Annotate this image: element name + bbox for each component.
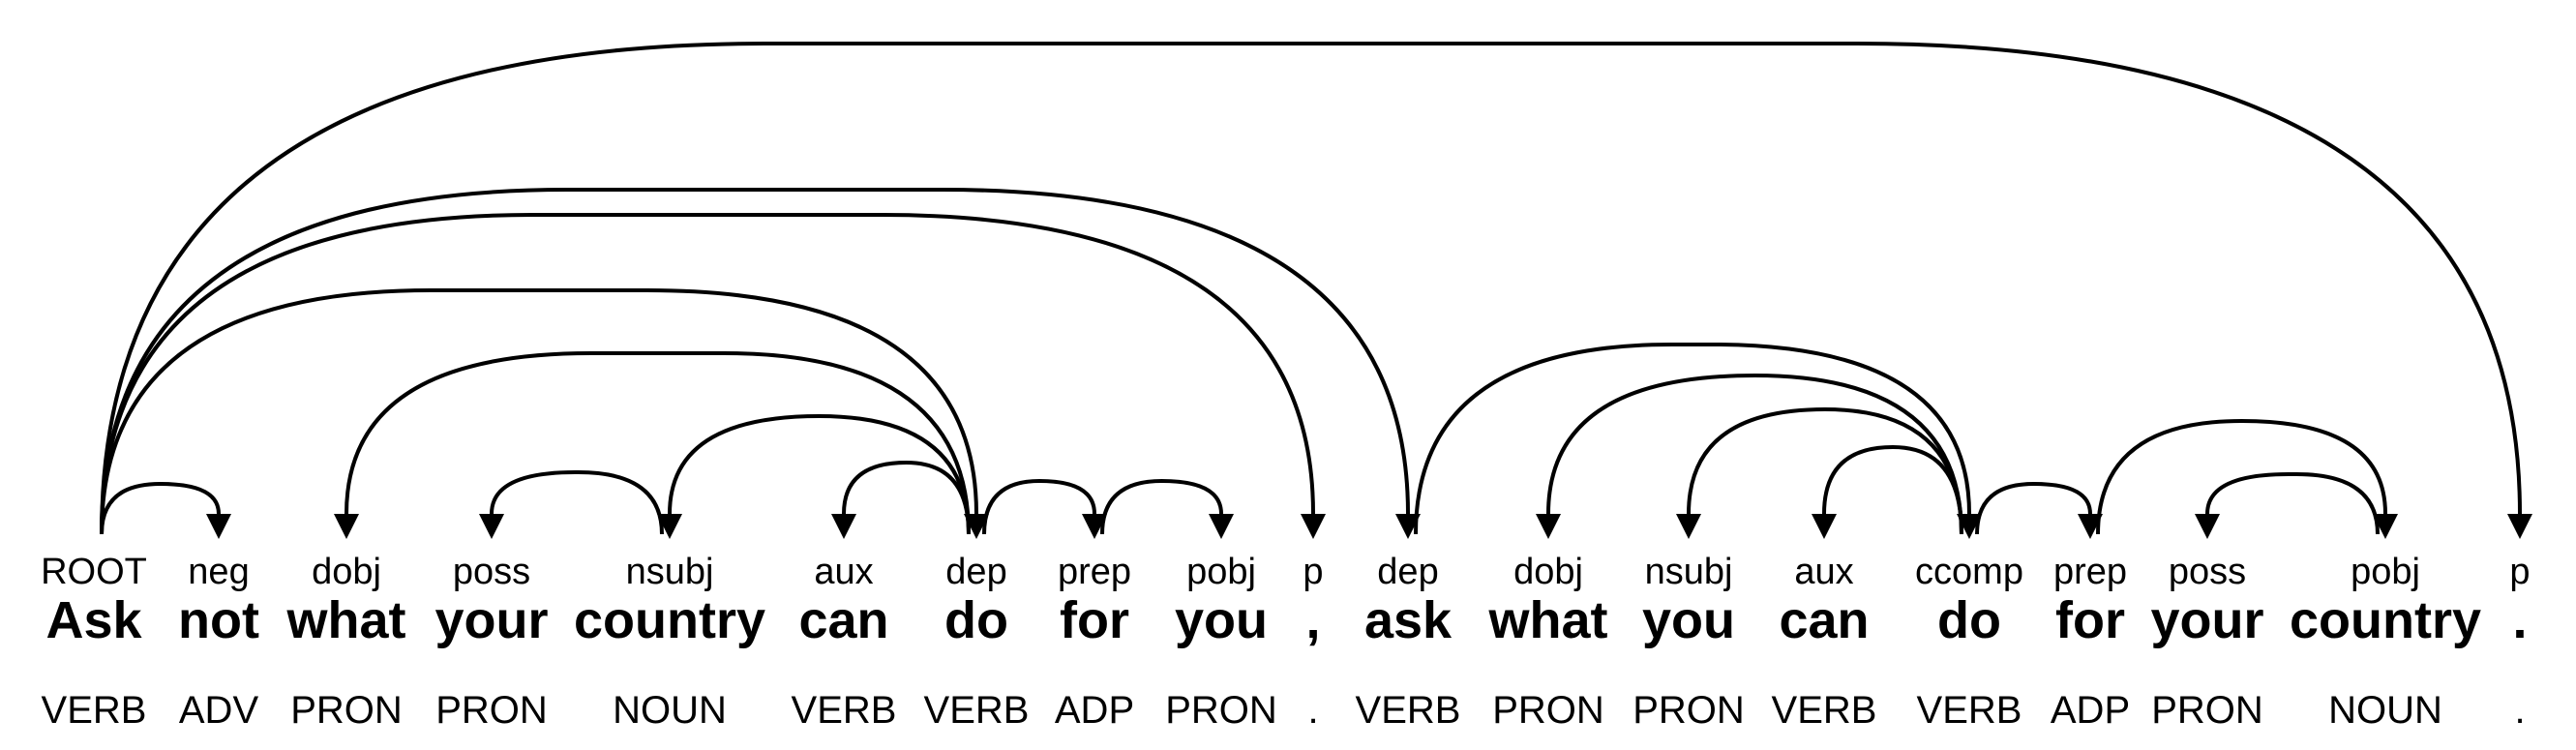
dependency-arc-poss: [490, 470, 664, 535]
dependency-label: pobj: [1186, 552, 1256, 592]
token-word: do: [944, 591, 1008, 649]
pos-tag: PRON: [435, 689, 548, 732]
dependency-label: p: [1303, 552, 1324, 592]
dependency-label: prep: [2052, 552, 2128, 592]
dependency-label: poss: [2168, 552, 2247, 592]
dependency-label: nsubj: [1644, 552, 1733, 592]
dependency-arc-nsubj: [668, 413, 971, 535]
pos-tag: VERB: [1355, 689, 1461, 732]
dependency-arc-prep: [982, 478, 1096, 535]
arrowhead-icon: [2195, 514, 2220, 539]
dependency-label: dep: [945, 552, 1007, 592]
token-word: for: [1060, 591, 1129, 649]
token-word: can: [798, 591, 889, 649]
token-word: country: [573, 591, 766, 649]
dependency-label: neg: [188, 552, 250, 592]
dependency-arc-dobj: [1546, 373, 1963, 535]
dependency-label: prep: [1057, 552, 1132, 592]
dependency-arc-ccomp: [1414, 343, 1971, 535]
token-word: for: [2055, 591, 2125, 649]
dependency-arc-p: [100, 213, 1315, 535]
pos-tag: VERB: [1771, 689, 1877, 732]
arrowhead-icon: [1209, 514, 1234, 539]
arrowhead-icon: [479, 514, 504, 539]
token-word: what: [286, 591, 406, 649]
dependency-arc-dobj: [344, 351, 971, 535]
dependency-label: dobj: [1513, 552, 1583, 592]
arrowhead-icon: [206, 514, 231, 539]
dependency-arc-dep: [100, 188, 1410, 535]
arrowhead-icon: [334, 514, 359, 539]
dependency-label: aux: [1794, 552, 1854, 592]
arrowhead-icon: [964, 514, 989, 539]
token-word: .: [2512, 591, 2528, 649]
pos-tag: NOUN: [2328, 689, 2442, 732]
pos-tag: ADP: [2050, 689, 2131, 732]
arrowhead-icon: [1812, 514, 1837, 539]
pos-tag: PRON: [1165, 689, 1277, 732]
token-word: can: [1779, 591, 1870, 649]
pos-tag: .: [2514, 689, 2526, 732]
dependency-arc-aux: [842, 460, 971, 535]
dependency-label: nsubj: [625, 552, 714, 592]
token-word: you: [1174, 591, 1269, 649]
dependency-arc-neg: [100, 481, 221, 535]
pos-tag: ADV: [178, 689, 259, 732]
token-word: do: [1937, 591, 2001, 649]
dependency-arc-p: [100, 42, 2522, 535]
token-word: not: [178, 591, 259, 649]
token-word: ,: [1305, 591, 1321, 649]
arrowhead-icon: [657, 514, 682, 539]
dependency-label: dobj: [312, 552, 381, 592]
dependency-label: ccomp: [1915, 552, 2023, 592]
pos-tag: VERB: [791, 689, 897, 732]
dependency-label: ROOT: [41, 552, 147, 592]
pos-tag: PRON: [1632, 689, 1745, 732]
dependency-label: pobj: [2351, 552, 2420, 592]
pos-tag: .: [1307, 689, 1319, 732]
arrowhead-icon: [831, 514, 856, 539]
dependency-arc-prep: [1975, 481, 2092, 535]
token-word: country: [2289, 591, 2482, 649]
dependency-arc-aux: [1822, 444, 1963, 535]
dependency-arc-dep: [100, 288, 978, 535]
dependency-arc-pobj: [1100, 478, 1223, 535]
arrowhead-icon: [1957, 514, 1982, 539]
token-word: Ask: [45, 591, 142, 649]
arrowhead-icon: [2507, 514, 2532, 539]
pos-tag: PRON: [290, 689, 403, 732]
arrowhead-icon: [2373, 514, 2398, 539]
pos-tag: PRON: [2151, 689, 2263, 732]
token-word: you: [1641, 591, 1736, 649]
arrowhead-icon: [1082, 514, 1107, 539]
token-word: your: [434, 591, 549, 649]
arrowhead-icon: [1536, 514, 1561, 539]
pos-tag: NOUN: [613, 689, 727, 732]
dependency-label: poss: [452, 552, 531, 592]
dependency-label: dep: [1377, 552, 1439, 592]
arrowhead-icon: [1676, 514, 1701, 539]
dependency-arc-pobj: [2096, 418, 2387, 535]
arrowhead-icon: [1301, 514, 1326, 539]
token-word: your: [2150, 591, 2264, 649]
token-word: what: [1488, 591, 1608, 649]
dependency-arc-nsubj: [1687, 406, 1963, 535]
arrowhead-icon: [2078, 514, 2103, 539]
dependency-label: p: [2509, 552, 2531, 592]
pos-tag: VERB: [923, 689, 1030, 732]
pos-tag: VERB: [1916, 689, 2022, 732]
pos-tag: ADP: [1054, 689, 1135, 732]
pos-tag: PRON: [1492, 689, 1604, 732]
pos-tag: VERB: [41, 689, 147, 732]
token-word: ask: [1363, 591, 1453, 649]
dependency-label: aux: [814, 552, 874, 592]
dependency-arc-poss: [2205, 472, 2380, 535]
